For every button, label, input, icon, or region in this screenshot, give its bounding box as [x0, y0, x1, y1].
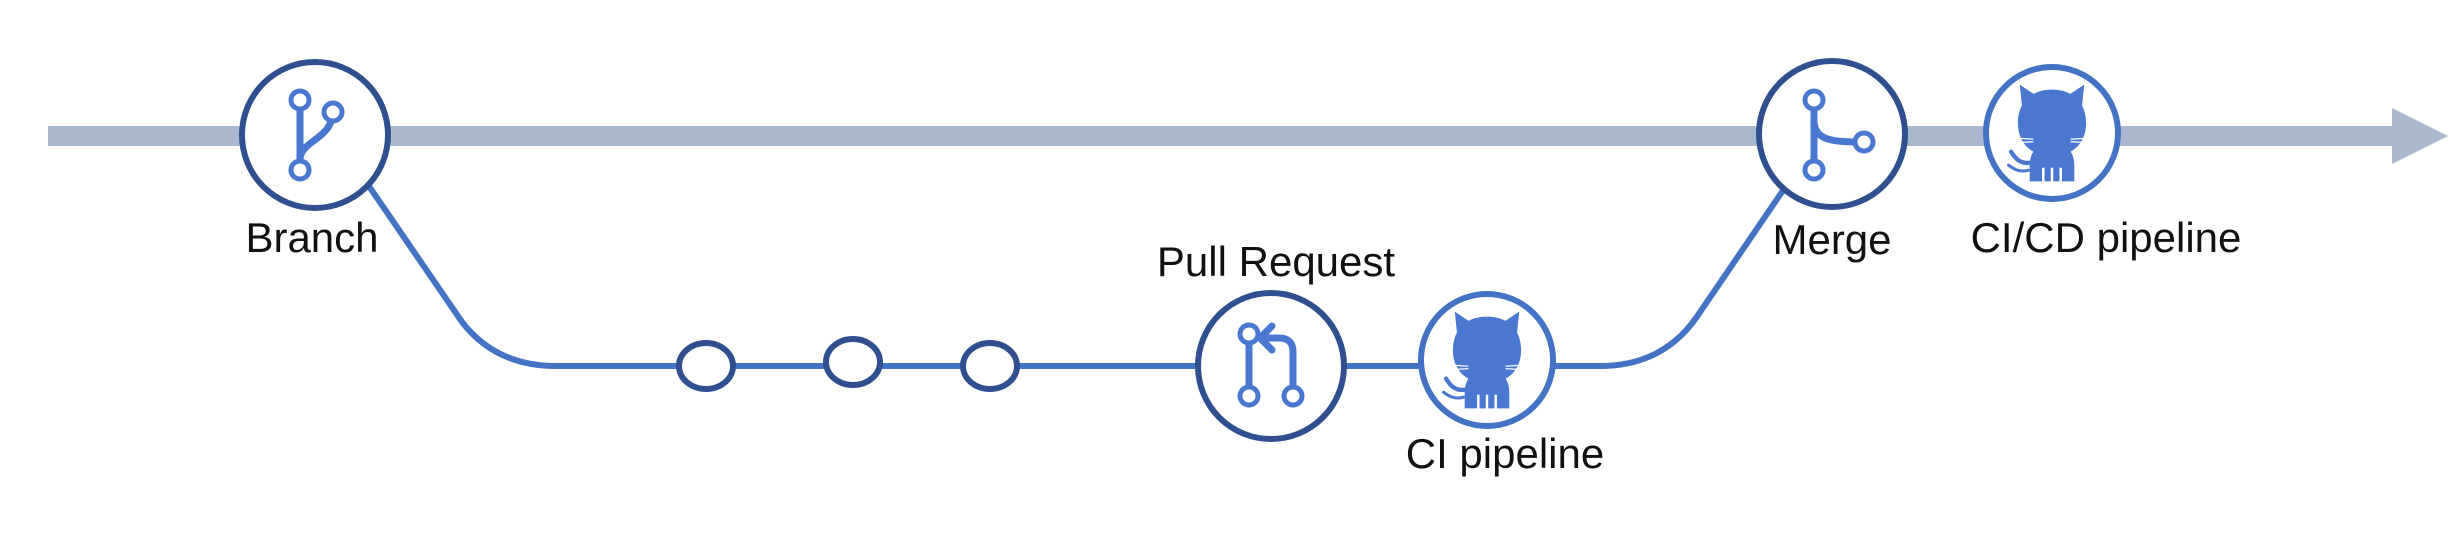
git-branch-icon	[288, 88, 345, 182]
branch-node	[239, 59, 391, 211]
git-merge-icon	[1802, 88, 1876, 182]
pull-request-node	[1195, 290, 1347, 442]
ci-pipeline-node	[1418, 291, 1556, 429]
commit-node-3	[960, 340, 1020, 392]
feature-branch-line	[359, 174, 1789, 369]
commit-node-1	[676, 340, 736, 392]
ci-pipeline-label: CI pipeline	[1406, 430, 1604, 477]
branch-label: Branch	[245, 214, 378, 261]
git-pull-request-icon	[1237, 322, 1305, 408]
cicd-pipeline-label: CI/CD pipeline	[1971, 214, 2242, 261]
main-timeline-arrowhead	[2392, 108, 2448, 164]
merge-node	[1756, 58, 1908, 210]
pull-request-label: Pull Request	[1157, 238, 1395, 285]
merge-label: Merge	[1772, 216, 1891, 263]
commit-node-2	[823, 336, 883, 388]
cicd-pipeline-node	[1983, 64, 2121, 202]
